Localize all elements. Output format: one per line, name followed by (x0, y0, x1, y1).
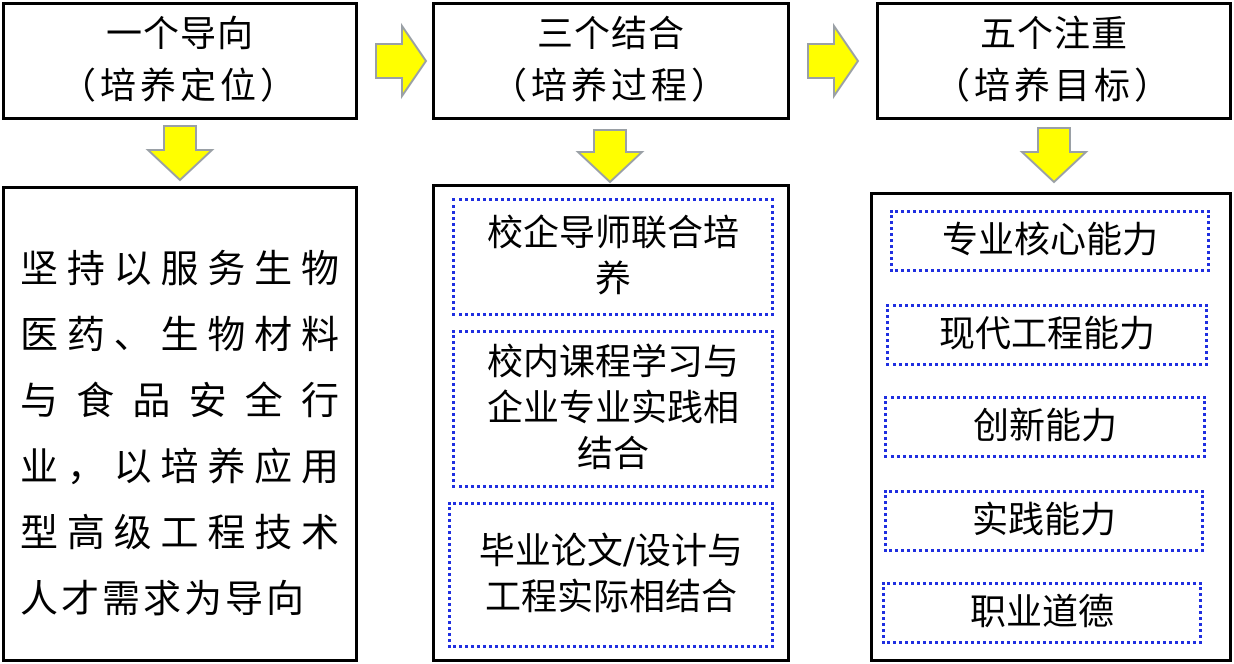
header-subtitle: （培养过程） (490, 66, 731, 107)
header-title: 三个结合 (536, 14, 685, 55)
down-arrow-icon (1019, 127, 1089, 184)
orientation-description: 坚持以服务生物医药、生物材料与食品安全行业，以培养应用型高级工程技术人才需求为导… (20, 247, 342, 621)
header-box-orientation: 一个导向 （培养定位） (2, 2, 358, 120)
process-item-3: 毕业论文/设计与工程实际相结合 (448, 502, 774, 648)
right-arrow-icon (807, 22, 860, 100)
header-box-goals: 五个注重 （培养目标） (876, 2, 1232, 120)
header-subtitle: （培养目标） (933, 66, 1174, 107)
process-item-2: 校内课程学习与企业专业实践相结合 (452, 330, 774, 488)
goal-item-5: 职业道德 (882, 582, 1202, 644)
process-item-1: 校企导师联合培养 (452, 198, 774, 316)
header-title: 一个导向 (105, 14, 254, 55)
header-title: 五个注重 (979, 14, 1128, 55)
header-box-process: 三个结合 （培养过程） (432, 2, 790, 120)
content-box-orientation (2, 186, 358, 662)
goal-item-2: 现代工程能力 (886, 304, 1208, 366)
down-arrow-icon (575, 129, 645, 184)
goal-item-3: 创新能力 (884, 396, 1206, 458)
down-arrow-icon (145, 125, 215, 182)
header-subtitle: （培养定位） (59, 66, 300, 107)
goal-item-1: 专业核心能力 (890, 210, 1210, 272)
goal-item-4: 实践能力 (884, 490, 1204, 552)
right-arrow-icon (375, 22, 428, 100)
